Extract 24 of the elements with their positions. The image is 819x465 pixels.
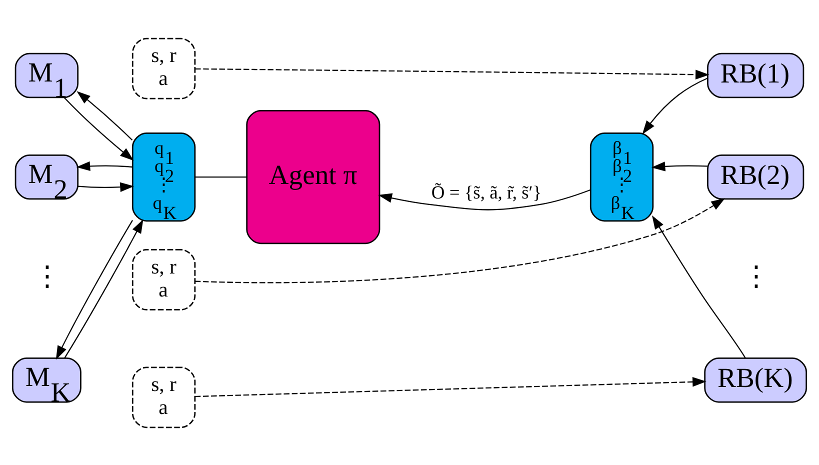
arrow	[195, 68, 710, 79]
arrow	[56, 219, 134, 360]
arrow	[652, 214, 746, 358]
arrow	[642, 77, 708, 134]
node-box: s, r a	[132, 37, 196, 99]
arrow	[194, 198, 726, 283]
node-box: s, r a	[132, 248, 196, 310]
arrow	[78, 182, 134, 192]
node-box: s, r a	[132, 366, 196, 428]
arrow	[76, 90, 133, 140]
arrow	[76, 160, 132, 170]
arrow	[651, 161, 708, 171]
edge-label: Õ = {s̃, ã, r̃, s̃′}	[431, 182, 542, 202]
label: ⋮	[33, 260, 62, 292]
label: ⋮	[742, 260, 770, 292]
node-box: Agent π	[246, 110, 380, 244]
arrow	[64, 218, 144, 358]
arrow	[378, 188, 591, 210]
arrow	[194, 376, 706, 397]
node-box: RB(1)	[707, 52, 804, 98]
arrow	[64, 96, 134, 160]
node-box: RB(K)	[704, 356, 808, 402]
node-box: RB(2)	[707, 154, 804, 200]
connector	[195, 176, 247, 178]
